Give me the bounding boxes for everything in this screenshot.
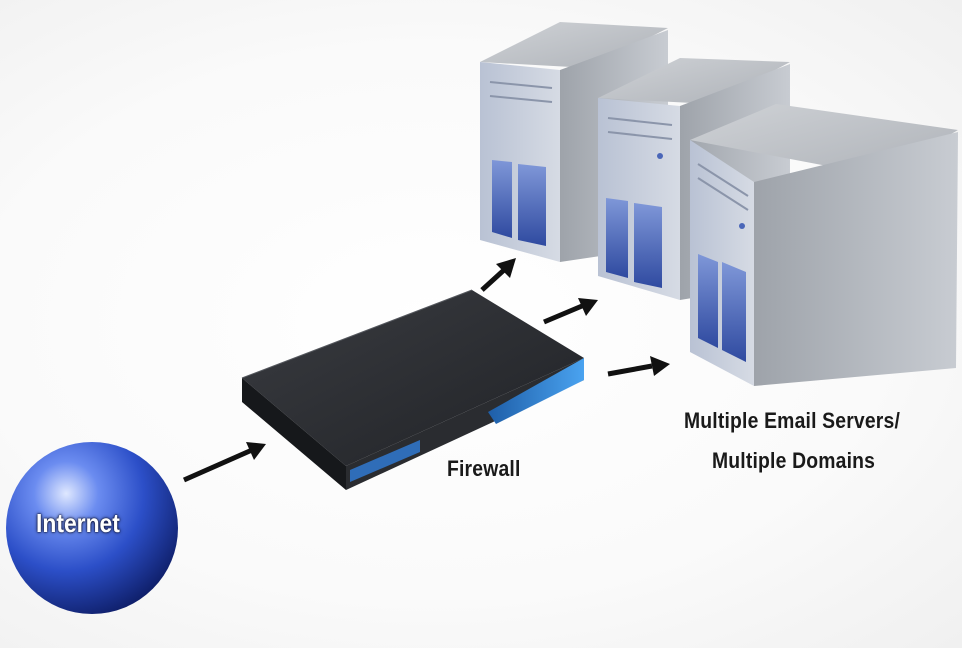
internet-globe — [6, 442, 178, 614]
arrow-firewall-to-server-2 — [543, 298, 598, 325]
arrow-internet-to-firewall — [182, 442, 266, 483]
firewall-appliance — [241, 289, 584, 490]
drive-bay-icon — [634, 203, 662, 288]
drive-bay-icon — [698, 254, 718, 348]
internet-label: Internet — [36, 508, 120, 538]
drive-bay-icon — [518, 164, 546, 246]
arrow-firewall-to-server-3 — [607, 356, 670, 377]
drive-bay-icon — [606, 198, 628, 278]
drive-bay-icon — [492, 160, 512, 238]
drive-bay-icon — [722, 262, 746, 362]
servers-label-line1: Multiple Email Servers/ — [684, 408, 901, 433]
firewall-accent-panel — [488, 358, 584, 424]
server-tower-3 — [690, 104, 958, 386]
servers-label-line2: Multiple Domains — [712, 448, 876, 473]
firewall-label: Firewall — [447, 456, 521, 481]
arrow-firewall-to-server-1 — [480, 258, 516, 292]
